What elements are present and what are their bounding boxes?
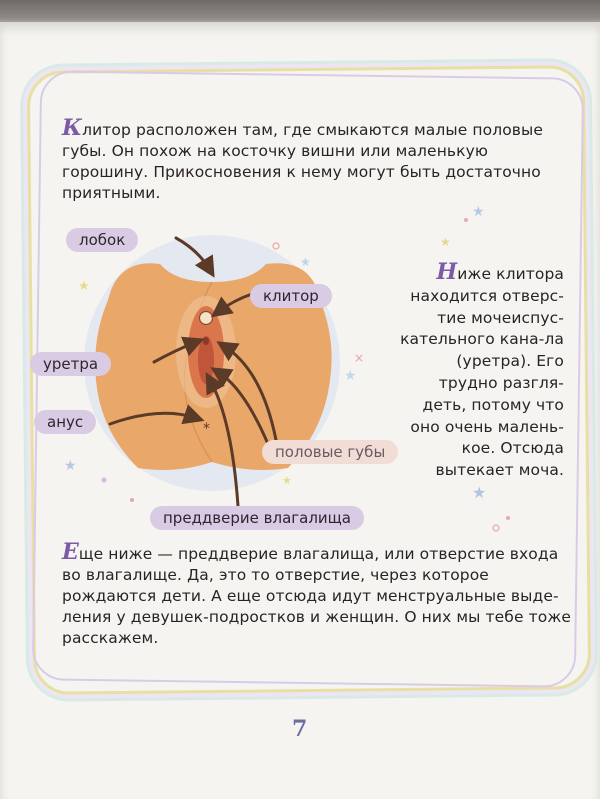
drop-cap: К (62, 115, 83, 141)
paragraph-vestibule: Еще ниже — преддверие влагалища, или отв… (62, 539, 572, 649)
svg-text:★: ★ (282, 474, 292, 487)
arrow-labia-1 (216, 341, 278, 442)
paragraph-text: ще ниже — преддверие влагалища, или отве… (62, 545, 572, 647)
svg-text:★: ★ (440, 235, 451, 249)
svg-text:★: ★ (300, 255, 311, 269)
label-urethra: уретра (30, 352, 112, 376)
clitoris-point (198, 310, 214, 326)
label-pubis: лобок (66, 228, 139, 252)
svg-text:★: ★ (472, 204, 485, 220)
paragraph-text: литор расположен там, где смыкаются малы… (62, 121, 543, 202)
paragraph-urethra: Ниже клитора находится отверс-тие мочеис… (396, 259, 564, 482)
svg-text:★: ★ (78, 279, 90, 294)
urethra-point (203, 337, 209, 345)
drop-cap: Е (62, 539, 79, 565)
drop-cap: Н (436, 259, 458, 285)
arrow-clitoris (210, 292, 254, 318)
arrow-vestibule (205, 372, 240, 508)
decorative-stars: ★ ★ ★ ★ ★ ★ ★ ★ × (64, 204, 510, 532)
anus-mark: * (203, 421, 210, 437)
svg-text:×: × (354, 351, 364, 365)
svg-text:★: ★ (64, 458, 77, 474)
label-clitoris: клитор (250, 284, 332, 308)
arrow-anus (108, 404, 205, 426)
arrow-pubis (174, 236, 215, 278)
label-vestibule: преддверие влагалища (150, 506, 364, 530)
page-number: 7 (292, 716, 308, 742)
paragraph-text: иже клитора находится отверс-тие мочеисп… (400, 265, 564, 480)
label-labia: половые губы (262, 440, 399, 464)
arrow-urethra (152, 336, 205, 364)
paragraph-clitoris: Клитор расположен там, где смыкаются мал… (62, 115, 556, 204)
svg-text:★: ★ (344, 368, 357, 384)
label-anus: анус (34, 410, 97, 434)
svg-text:★: ★ (472, 483, 486, 502)
